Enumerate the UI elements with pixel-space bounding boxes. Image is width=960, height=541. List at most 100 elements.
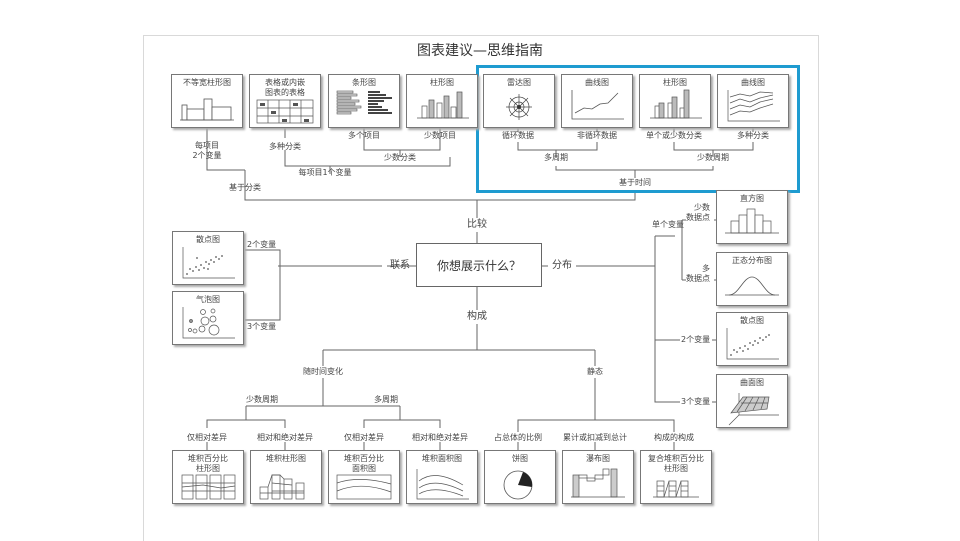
label-static: 静态 — [587, 367, 603, 376]
table-grid-icon — [256, 99, 314, 124]
column-chart-icon — [650, 89, 702, 119]
connector — [322, 349, 596, 366]
card-label: 气泡图 — [196, 295, 220, 304]
connector — [244, 170, 476, 201]
stacked-column-icon — [259, 474, 305, 500]
connector — [517, 127, 598, 157]
label-by-time: 基于时间 — [619, 178, 651, 187]
branch-compare: 比较 — [467, 219, 487, 230]
card-label: 不等宽柱形图 — [183, 78, 231, 87]
connector — [363, 406, 441, 428]
card-column-chart-time[interactable]: 柱形图 — [639, 74, 711, 128]
card-stacked-100-column[interactable]: 堆积百分比 柱形图 — [172, 450, 244, 504]
connector — [555, 166, 714, 178]
column-chart-icon — [417, 91, 469, 119]
card-label: 正态分布图 — [732, 256, 772, 265]
card-bar-chart[interactable]: 条形图 — [328, 74, 400, 128]
card-waterfall-chart[interactable]: 瀑布图 — [562, 450, 634, 504]
card-label: 饼图 — [512, 454, 528, 463]
label-single-or-few-categories: 单个或少数分类 — [646, 131, 702, 140]
stacked-area-icon — [416, 469, 469, 500]
card-scatter-chart[interactable]: 散点图 — [172, 231, 244, 285]
connector — [206, 127, 245, 171]
label-relative-only-a: 仅相对差异 — [187, 433, 227, 442]
card-radar-chart[interactable]: 雷达图 — [483, 74, 555, 128]
card-label: 曲面图 — [740, 378, 764, 387]
card-multi-line-chart[interactable]: 曲线图 — [717, 74, 789, 128]
stacked-100-column-icon — [181, 474, 236, 500]
bubble-chart-icon — [182, 307, 235, 339]
connector — [673, 127, 754, 157]
label-per-item-2var: 每项目 2个变量 — [192, 141, 222, 160]
normal-distribution-icon — [725, 276, 779, 296]
label-many-periods-comp: 多周期 — [374, 395, 398, 404]
card-label: 堆积面积图 — [422, 454, 462, 463]
label-over-time: 随时间变化 — [303, 367, 343, 376]
label-distribution-2var: 2个变量 — [681, 335, 711, 344]
page-title: 图表建议—思维指南 — [417, 43, 543, 59]
branch-composition: 构成 — [467, 311, 487, 322]
card-label: 表格或内嵌 图表的表格 — [265, 78, 305, 97]
card-scatter-chart-distribution[interactable]: 散点图 — [716, 312, 788, 366]
label-few-items: 少数项目 — [424, 131, 456, 140]
label-non-cyclic-data: 非循环数据 — [577, 131, 617, 140]
connector — [245, 249, 281, 321]
card-label: 瀑布图 — [586, 454, 610, 463]
connector — [655, 219, 686, 281]
card-column-chart[interactable]: 柱形图 — [406, 74, 478, 128]
label-share-of-total: 占总体的比例 — [494, 433, 542, 442]
label-many-categories-time: 多种分类 — [737, 131, 769, 140]
card-label: 散点图 — [740, 316, 764, 325]
card-bubble-chart[interactable]: 气泡图 — [172, 291, 244, 345]
label-rel-abs-b: 相对和绝对差异 — [412, 433, 468, 442]
connector — [712, 219, 716, 403]
bar-chart-icon — [336, 90, 392, 115]
connector — [284, 150, 451, 167]
connector — [206, 442, 675, 450]
card-compound-stacked-100-column[interactable]: 复合堆积百分比 柱形图 — [640, 450, 712, 504]
label-accumulation: 累计或扣减到总计 — [563, 433, 627, 442]
label-distribution-3var: 3个变量 — [681, 397, 711, 406]
label-many-data-points: 多 数据点 — [686, 264, 710, 283]
card-label: 堆积百分比 面积图 — [344, 454, 384, 473]
radar-chart-icon — [506, 94, 532, 120]
label-few-categories: 少数分类 — [384, 153, 416, 162]
connector — [246, 378, 400, 407]
card-label: 堆积柱形图 — [266, 454, 306, 463]
label-rel-abs-a: 相对和绝对差异 — [257, 433, 313, 442]
card-variable-width-bar[interactable]: 不等宽柱形图 — [171, 74, 243, 128]
waterfall-chart-icon — [571, 468, 625, 498]
card-label: 直方图 — [740, 194, 764, 203]
label-relation-3var: 3个变量 — [247, 322, 277, 331]
variable-width-bar-icon — [180, 98, 234, 121]
connector — [654, 236, 680, 403]
center-question: 你想展示什么？ — [416, 243, 542, 287]
card-stacked-area[interactable]: 堆积面积图 — [406, 450, 478, 504]
card-label: 曲线图 — [741, 78, 765, 87]
card-table-embedded-chart[interactable]: 表格或内嵌 图表的表格 — [249, 74, 321, 128]
card-normal-distribution[interactable]: 正态分布图 — [716, 252, 788, 306]
card-label: 柱形图 — [663, 78, 687, 87]
card-stacked-100-area[interactable]: 堆积百分比 面积图 — [328, 450, 400, 504]
card-label: 条形图 — [352, 78, 376, 87]
stacked-100-area-icon — [336, 474, 392, 500]
label-cyclic-data: 循环数据 — [502, 131, 534, 140]
label-few-periods: 少数周期 — [697, 153, 729, 162]
line-chart-icon — [571, 90, 624, 120]
time-based-highlight-box — [476, 65, 800, 193]
card-surface-chart[interactable]: 曲面图 — [716, 374, 788, 428]
multi-line-chart-icon — [727, 90, 780, 122]
card-label: 雷达图 — [507, 78, 531, 87]
card-stacked-column[interactable]: 堆积柱形图 — [250, 450, 322, 504]
card-label: 散点图 — [196, 235, 220, 244]
card-line-chart[interactable]: 曲线图 — [561, 74, 633, 128]
card-pie-chart[interactable]: 饼图 — [484, 450, 556, 504]
card-histogram[interactable]: 直方图 — [716, 190, 788, 244]
card-label: 堆积百分比 柱形图 — [188, 454, 228, 473]
scatter-chart-icon — [726, 328, 779, 360]
connector — [476, 190, 636, 201]
label-by-category: 基于分类 — [229, 183, 261, 192]
card-label: 复合堆积百分比 柱形图 — [648, 454, 704, 473]
label-component-of-component: 构成的构成 — [654, 433, 694, 442]
